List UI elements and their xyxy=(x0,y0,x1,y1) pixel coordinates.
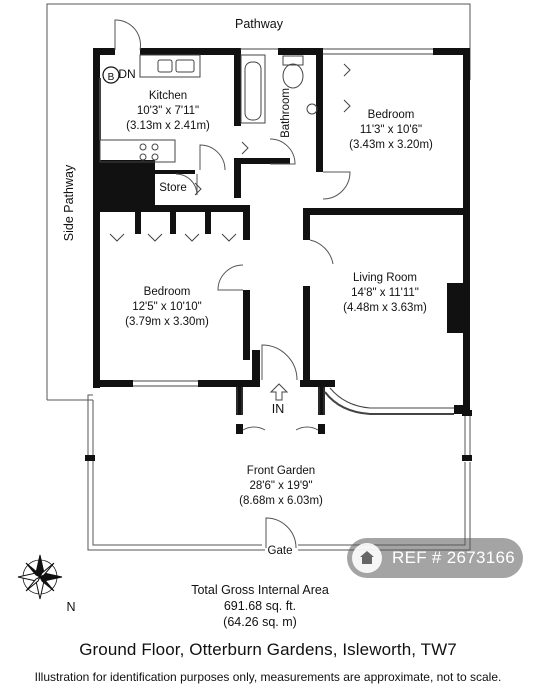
area-sqm: (64.26 sq. m) xyxy=(223,615,297,629)
bathroom-door-swing xyxy=(269,138,296,165)
bedroom1-door-swing xyxy=(322,171,351,200)
compass-icon xyxy=(17,554,63,600)
closet-markers xyxy=(194,63,351,196)
pathway-label: Pathway xyxy=(235,17,284,31)
reference-badge: REF # 2673166 xyxy=(347,538,523,578)
bedroom2-door-swing xyxy=(217,264,244,291)
room-name: Bedroom xyxy=(368,109,415,121)
porch-door-right xyxy=(295,426,319,431)
room-imperial: 12'5" x 10'10" xyxy=(132,301,201,313)
room-imperial: 14'8" x 11'11" xyxy=(351,287,419,299)
gross-area: Total Gross Internal Area 691.68 sq. ft.… xyxy=(160,582,360,630)
room-name: Kitchen xyxy=(149,90,187,102)
room-name: Bedroom xyxy=(144,286,191,298)
kitchen-fixtures xyxy=(99,54,201,163)
entrance-door-swing xyxy=(261,344,298,381)
page-title: Ground Floor, Otterburn Gardens, Islewor… xyxy=(79,640,457,659)
exterior-walls xyxy=(93,48,470,434)
room-garden: Front Garden 28'6" x 19'9" (8.68m x 6.03… xyxy=(239,465,323,507)
living-door-swing xyxy=(309,239,334,265)
windows xyxy=(133,48,433,415)
dn-label: DN xyxy=(118,67,135,81)
entrance-arrow xyxy=(269,383,289,401)
room-name: Living Room xyxy=(353,272,417,284)
room-name: Front Garden xyxy=(247,465,315,477)
room-bedroom-2: Bedroom 12'5" x 10'10" (3.79m x 3.30m) xyxy=(125,286,209,328)
store-door-swing xyxy=(175,173,198,196)
bay-window xyxy=(324,391,454,415)
room-imperial: 10'3" x 7'11" xyxy=(137,105,199,117)
room-metric: (4.48m x 3.63m) xyxy=(343,302,427,314)
store-label: Store xyxy=(159,182,187,194)
kitchen-back-door xyxy=(114,19,141,51)
room-imperial: 11'3" x 10'6" xyxy=(360,124,422,136)
room-metric: (3.13m x 2.41m) xyxy=(126,120,210,132)
area-sqft: 691.68 sq. ft. xyxy=(223,599,297,613)
gate-swing xyxy=(265,517,297,549)
area-title: Total Gross Internal Area xyxy=(191,583,329,597)
room-living: Living Room 14'8" x 11'11" (4.48m x 3.63… xyxy=(343,272,427,314)
bathroom-fixtures xyxy=(240,54,318,124)
fireplace xyxy=(447,283,463,333)
reference-number: REF # 2673166 xyxy=(392,548,515,567)
kitchen-door-swing xyxy=(199,144,226,171)
side-pathway-label: Side Pathway xyxy=(62,164,76,241)
room-metric: (3.79m x 3.30m) xyxy=(125,316,209,328)
wardrobe xyxy=(109,212,237,242)
porch-door-left xyxy=(242,426,266,431)
room-metric: (3.43m x 3.20m) xyxy=(349,139,433,151)
room-metric: (8.68m x 6.03m) xyxy=(239,495,323,507)
entrance-label: IN xyxy=(272,402,285,416)
home-icon xyxy=(352,543,382,573)
garden-markers xyxy=(85,410,472,461)
north-label: N xyxy=(66,600,75,614)
disclaimer: Illustration for identification purposes… xyxy=(34,670,502,684)
room-kitchen: Kitchen 10'3" x 7'11" (3.13m x 2.41m) xyxy=(126,90,210,132)
room-imperial: 28'6" x 19'9" xyxy=(249,480,312,492)
bathroom-label: Bathroom xyxy=(280,88,292,138)
gate-label: Gate xyxy=(268,545,293,557)
room-bedroom-1: Bedroom 11'3" x 10'6" (3.43m x 3.20m) xyxy=(349,109,433,151)
boiler-label: B xyxy=(108,72,115,83)
